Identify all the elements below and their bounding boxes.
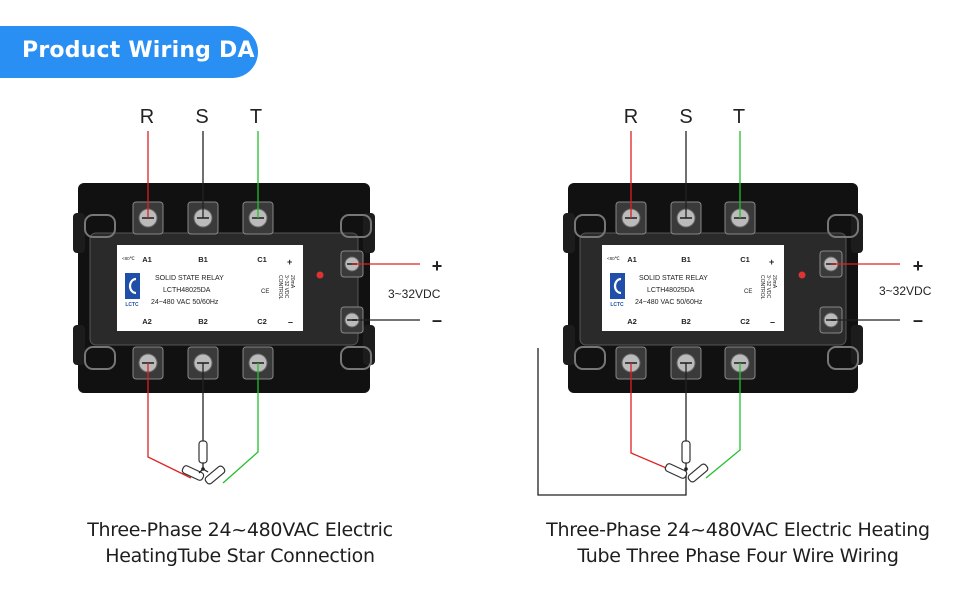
relay-label	[602, 245, 784, 331]
phase-label-r: R	[624, 106, 638, 128]
label-control-current: 20mA	[771, 275, 777, 289]
label-c2: C2	[740, 317, 750, 326]
lctc-logo-icon	[125, 273, 140, 299]
phase-label-r: R	[140, 106, 154, 128]
caption-star-connection: Three-Phase 24~480VAC Electric HeatingTu…	[20, 517, 460, 569]
control-minus-sign: –	[913, 310, 923, 330]
neutral-wire	[537, 348, 687, 496]
label-model: LCTH48025DA	[647, 287, 695, 294]
star-point	[201, 467, 205, 471]
control-voltage-label: 3~32VDC	[879, 284, 932, 298]
label-line1: SOLID STATE RELAY	[639, 275, 708, 282]
label-b1: B1	[681, 255, 691, 264]
label-c1: C1	[740, 255, 750, 264]
mount-slot	[84, 346, 116, 370]
heating-tube	[204, 465, 226, 485]
label-c1: C1	[257, 255, 267, 264]
control-plus-sign: +	[913, 256, 924, 276]
phase-label-s: S	[195, 106, 208, 128]
label-a1: A1	[627, 255, 637, 264]
wiring-diagram-four-wire: R S T	[520, 95, 940, 505]
label-line1: SOLID STATE RELAY	[155, 275, 224, 282]
label-model: LCTH48025DA	[163, 287, 211, 294]
label-b2: B2	[198, 317, 208, 326]
label-minus: –	[288, 317, 293, 327]
label-c2: C2	[257, 317, 267, 326]
lctc-logo-mark	[128, 277, 137, 295]
label-a2: A2	[142, 317, 152, 326]
caption-line: Tube Three Phase Four Wire Wiring	[577, 545, 899, 567]
label-brand: LCTC	[125, 302, 139, 308]
label-minus: –	[770, 317, 775, 327]
solid-state-relay: <80℃ A1 B1 C1 A2 B2 C2 LCTC SOLID STATE …	[73, 183, 375, 393]
ce-mark: CE	[261, 289, 269, 295]
heating-tube	[198, 440, 208, 464]
phase-label-s: S	[679, 106, 692, 128]
label-b1: B1	[198, 255, 208, 264]
label-control-title: CONTROL	[759, 275, 765, 300]
mount-slot	[84, 214, 116, 238]
caption-four-wire: Three-Phase 24~480VAC Electric Heating T…	[518, 517, 958, 569]
header-title: Product Wiring DA	[22, 38, 255, 63]
relay-label	[117, 245, 303, 331]
heating-tube	[664, 463, 688, 479]
label-plus: +	[769, 257, 774, 267]
label-plus: +	[287, 257, 292, 267]
mount-slot	[574, 214, 606, 238]
ce-mark: CE	[744, 289, 752, 295]
mount-slot	[340, 214, 372, 238]
label-control-current: 20mA	[289, 275, 295, 289]
label-brand: LCTC	[610, 302, 624, 308]
control-plus-sign: +	[432, 256, 443, 276]
label-temp-mark: <80℃	[122, 256, 136, 261]
load-wire-c2	[222, 363, 259, 484]
label-rating: 24~480 VAC 50/60Hz	[635, 299, 703, 306]
status-led	[316, 271, 324, 279]
heating-tube-star	[664, 440, 709, 483]
label-rating: 24~480 VAC 50/60Hz	[151, 299, 219, 306]
load-wire-a2	[147, 363, 192, 479]
solid-state-relay: <80℃ A1 B1 C1 A2 B2 C2 LCTC SOLID STATE …	[563, 183, 863, 393]
label-b2: B2	[681, 317, 691, 326]
phase-label-t: T	[250, 106, 262, 128]
mount-slot	[827, 214, 859, 238]
heating-tube-star	[181, 440, 226, 485]
wiring-diagram-star: R S T	[45, 95, 465, 505]
wiring-diagram-svg: R S T	[73, 106, 443, 485]
caption-line: Three-Phase 24~480VAC Electric	[87, 519, 393, 541]
control-minus-sign: –	[432, 310, 442, 330]
lctc-logo-mark	[613, 277, 622, 295]
label-a2: A2	[627, 317, 637, 326]
label-control-range: 3~32 VDC	[283, 275, 289, 299]
status-led	[798, 271, 806, 279]
label-a1: A1	[142, 255, 152, 264]
label-control-title: CONTROL	[277, 275, 283, 300]
caption-line: HeatingTube Star Connection	[105, 545, 375, 567]
relay-ear	[363, 325, 375, 365]
load-wire-c2	[705, 363, 741, 479]
relay-ear	[73, 325, 85, 365]
label-control-range: 3~32 VDC	[765, 275, 771, 299]
load-wire-a2	[630, 363, 679, 474]
control-voltage-label: 3~32VDC	[388, 287, 441, 301]
mount-slot	[574, 346, 606, 370]
heating-tube	[681, 440, 691, 464]
heating-tube	[687, 463, 709, 483]
wiring-diagram-svg: R S T	[537, 106, 932, 496]
caption-line: Three-Phase 24~480VAC Electric Heating	[546, 519, 930, 541]
mount-slot	[340, 346, 372, 370]
star-point	[684, 467, 688, 471]
phase-label-t: T	[733, 106, 745, 128]
lctc-logo-icon	[610, 273, 625, 299]
header-badge: Product Wiring DA	[0, 26, 258, 78]
relay-ear	[73, 213, 85, 253]
mount-slot	[827, 346, 859, 370]
heating-tube	[181, 465, 205, 481]
label-temp-mark: <80℃	[607, 256, 621, 261]
